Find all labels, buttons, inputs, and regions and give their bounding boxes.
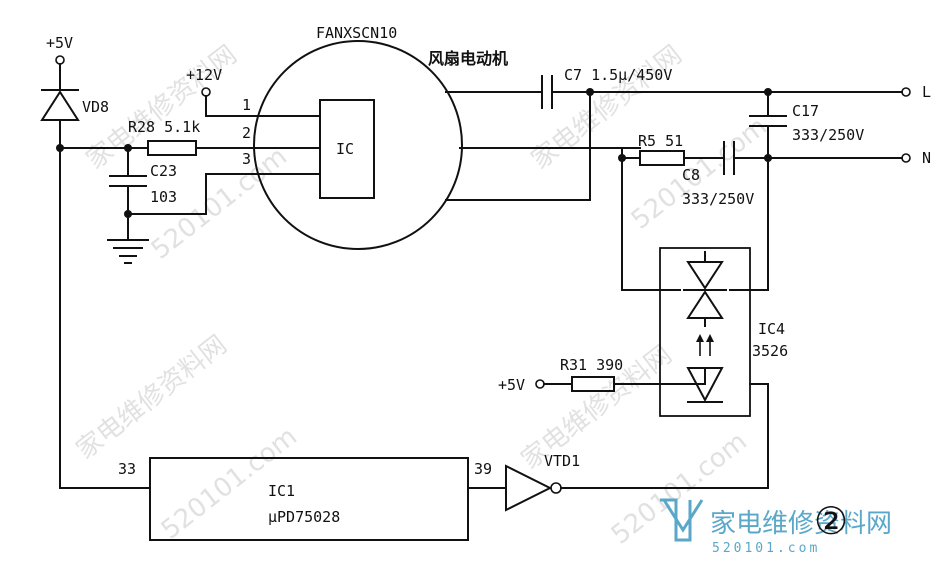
- terminal-5v-mid: [535, 379, 545, 389]
- terminal-n: [901, 153, 911, 163]
- label-5v-mid: +5V: [498, 376, 525, 394]
- terminal-5v: [55, 55, 65, 65]
- label-5v-top: +5V: [46, 34, 73, 52]
- ic4-optotriac: [659, 247, 751, 417]
- label-pin2: 2: [242, 124, 251, 142]
- motor-ic-block: [319, 99, 375, 199]
- r5-resistor: [639, 150, 685, 166]
- label-12v: +12V: [186, 66, 222, 84]
- figure-number: ②: [814, 499, 848, 543]
- ground-icon: [107, 239, 149, 264]
- label-r31: R31 390: [560, 356, 623, 374]
- label-r5: R5 51: [638, 132, 683, 150]
- label-ic4-value: 3526: [752, 342, 788, 360]
- c23-capacitor: [109, 147, 147, 241]
- label-motor-model: FANXSCN10: [316, 24, 397, 42]
- label-pin1: 1: [242, 96, 251, 114]
- watermark-cn: 家电维修资料网: [71, 330, 233, 466]
- watermark-layer: 家电维修资料网 520101.com 家电维修资料网 520101.com 家电…: [71, 40, 773, 551]
- label-pin39: 39: [474, 460, 492, 478]
- triac-icon: [683, 251, 727, 327]
- label-c23-value: 103: [150, 188, 177, 206]
- label-l: L: [922, 83, 931, 101]
- c17-capacitor: [749, 91, 787, 159]
- label-pin3: 3: [242, 150, 251, 168]
- label-c8-value: 333/250V: [682, 190, 754, 208]
- label-ic4: IC4: [758, 320, 785, 338]
- label-n: N: [922, 149, 931, 167]
- logo-url: 520101.com: [712, 541, 820, 556]
- label-vtd1: VTD1: [544, 452, 580, 470]
- r28-resistor: [147, 140, 197, 156]
- ic1-microcontroller: [149, 457, 469, 541]
- label-motor-name: 风扇电动机: [428, 49, 508, 68]
- fan-motor: [253, 40, 463, 250]
- label-pin33: 33: [118, 460, 136, 478]
- logo-text: 家电维修资料网: [710, 509, 892, 539]
- label-r28: R28 5.1k: [128, 118, 200, 136]
- vd8-diode: [40, 55, 80, 149]
- label-vd8: VD8: [82, 98, 109, 116]
- label-ic1: IC1: [268, 482, 295, 500]
- label-c8: C8: [682, 166, 700, 184]
- label-ic: IC: [336, 140, 354, 158]
- label-ic1-part: μPD75028: [268, 508, 340, 526]
- watermark-cn: 家电维修资料网: [526, 40, 688, 176]
- site-logo: 家电维修资料网 520101.com: [660, 498, 892, 556]
- terminal-l: [901, 87, 911, 97]
- label-c17-value: 333/250V: [792, 126, 864, 144]
- label-c7: C7 1.5μ/450V: [564, 66, 672, 84]
- label-c17: C17: [792, 102, 819, 120]
- vtd1-inverter: [505, 464, 553, 512]
- label-c23: C23: [150, 162, 177, 180]
- light-arrows-icon: [696, 334, 714, 356]
